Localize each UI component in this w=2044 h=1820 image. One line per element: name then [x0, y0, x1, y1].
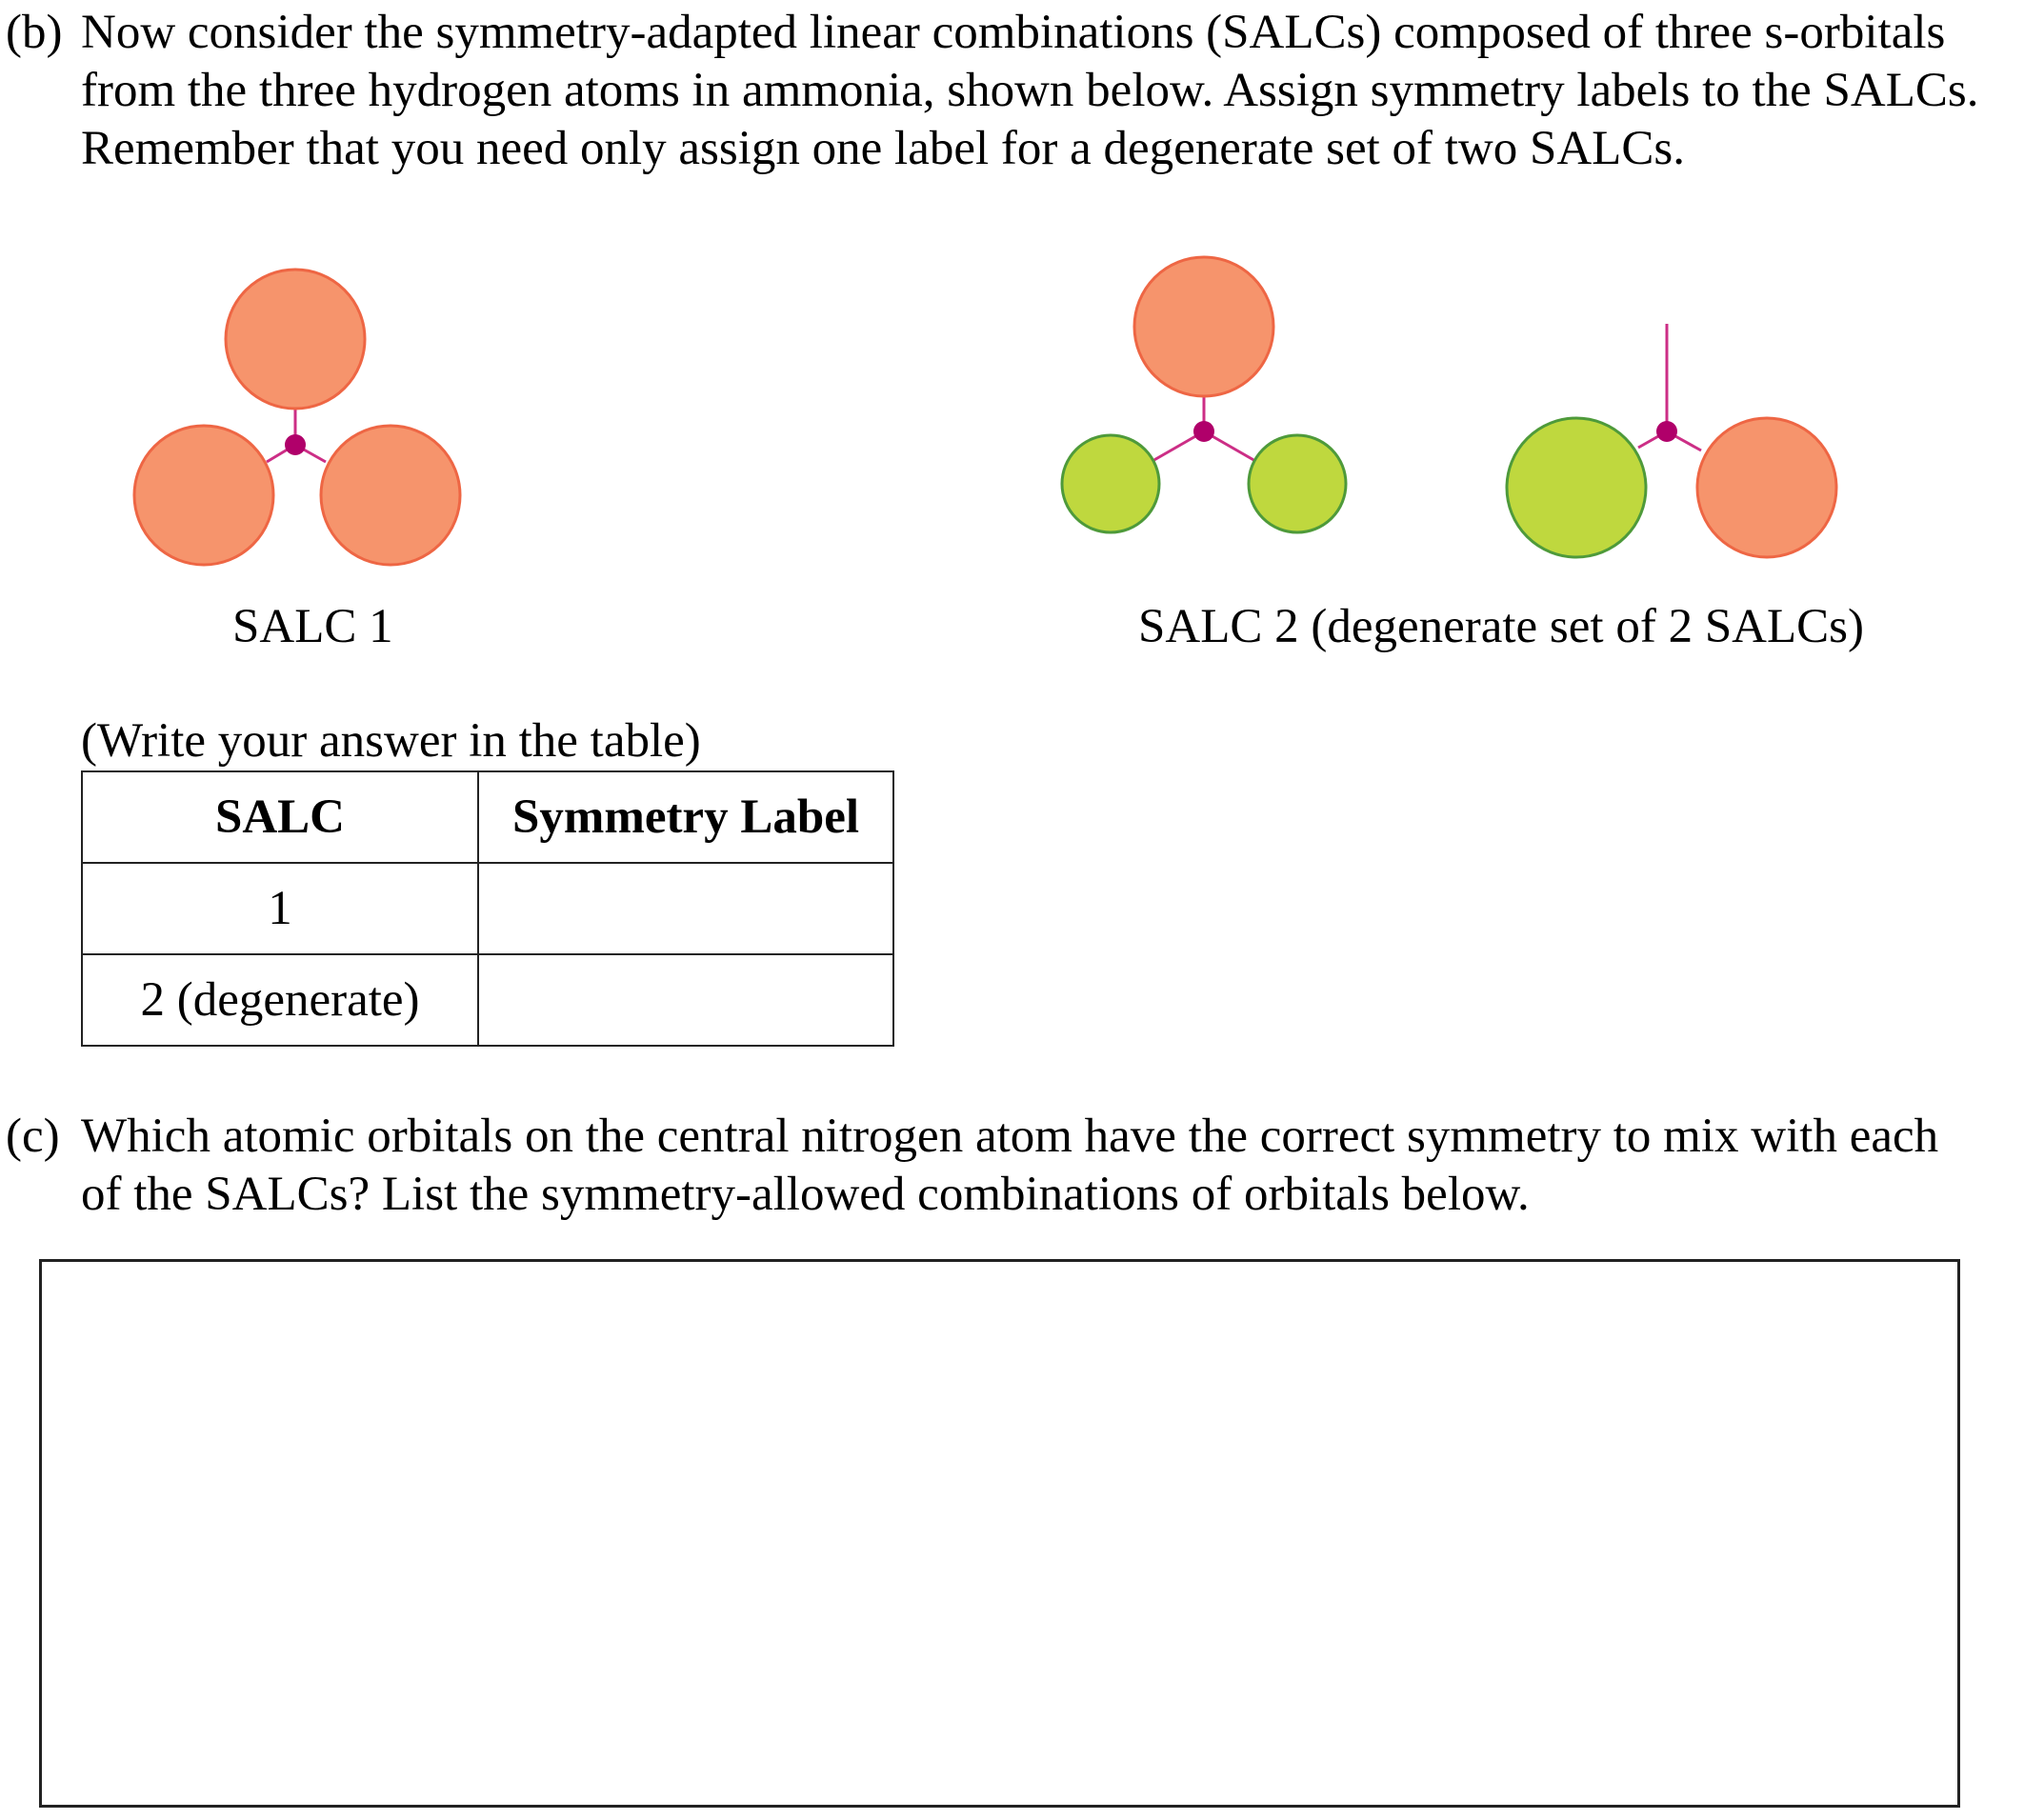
question-b-text-line-2: from the three hydrogen atoms in ammonia…	[81, 64, 1979, 117]
question-b-text-line-1: Now consider the symmetry-adapted linear…	[81, 6, 1946, 59]
question-c-line-1: (c) Which atomic orbitals on the central…	[0, 1108, 2044, 1166]
answer-box[interactable]	[39, 1259, 1960, 1808]
salc2b-orbital-right	[1695, 416, 1838, 559]
question-b-line-2: from the three hydrogen atoms in ammonia…	[0, 62, 2044, 120]
header-salc: SALC	[81, 770, 479, 864]
salc2a-nitrogen-center	[1193, 421, 1214, 442]
salc2a-group	[1060, 255, 1348, 534]
question-c-label: (c)	[6, 1110, 60, 1163]
question-c-text-line-2: of the SALCs? List the symmetry-allowed …	[81, 1168, 1530, 1221]
question-b-label: (b)	[6, 6, 63, 59]
table-row: 2 (degenerate)	[81, 953, 894, 1047]
question-b-text-line-3: Remember that you need only assign one l…	[81, 122, 1685, 175]
salc2-svg	[1060, 255, 1838, 559]
cell-label-1[interactable]	[477, 862, 894, 955]
salc2b-orbital-left	[1505, 416, 1648, 559]
salc2a-orbital-right	[1247, 433, 1348, 534]
question-b-line-3: Remember that you need only assign one l…	[0, 120, 2044, 178]
cell-salc-2: 2 (degenerate)	[81, 953, 479, 1047]
salc1-diagram	[124, 257, 486, 581]
salc2a-orbital-left	[1060, 433, 1161, 534]
table-row: 1	[81, 862, 894, 955]
salc1-svg	[132, 268, 462, 567]
question-b: (b) Now consider the symmetry-adapted li…	[0, 4, 2044, 178]
header-symmetry-label: Symmetry Label	[477, 770, 894, 864]
question-b-line-1: (b) Now consider the symmetry-adapted li…	[0, 4, 2044, 62]
table-instruction: (Write your answer in the table)	[81, 714, 701, 768]
salc2a-orbital-top	[1132, 255, 1275, 398]
salc2-caption: SALC 2 (degenerate set of 2 SALCs)	[1138, 600, 1865, 653]
salc2-diagram	[1048, 248, 1867, 571]
table-header-row: SALC Symmetry Label	[81, 770, 894, 864]
salc2b-nitrogen-center	[1656, 421, 1677, 442]
salc1-orbital-top	[224, 268, 367, 410]
answer-table: SALC Symmetry Label 1 2 (degenerate)	[81, 770, 894, 1047]
question-c: (c) Which atomic orbitals on the central…	[0, 1108, 2044, 1224]
cell-salc-1: 1	[81, 862, 479, 955]
question-c-text-line-1: Which atomic orbitals on the central nit…	[81, 1110, 1939, 1163]
salc1-caption: SALC 1	[232, 600, 393, 653]
salc2b-group	[1505, 324, 1838, 559]
question-c-line-2: of the SALCs? List the symmetry-allowed …	[0, 1166, 2044, 1224]
salc1-nitrogen-center	[285, 434, 306, 455]
salc1-orbital-left	[132, 424, 275, 567]
salc1-orbital-right	[319, 424, 462, 567]
cell-label-2[interactable]	[477, 953, 894, 1047]
